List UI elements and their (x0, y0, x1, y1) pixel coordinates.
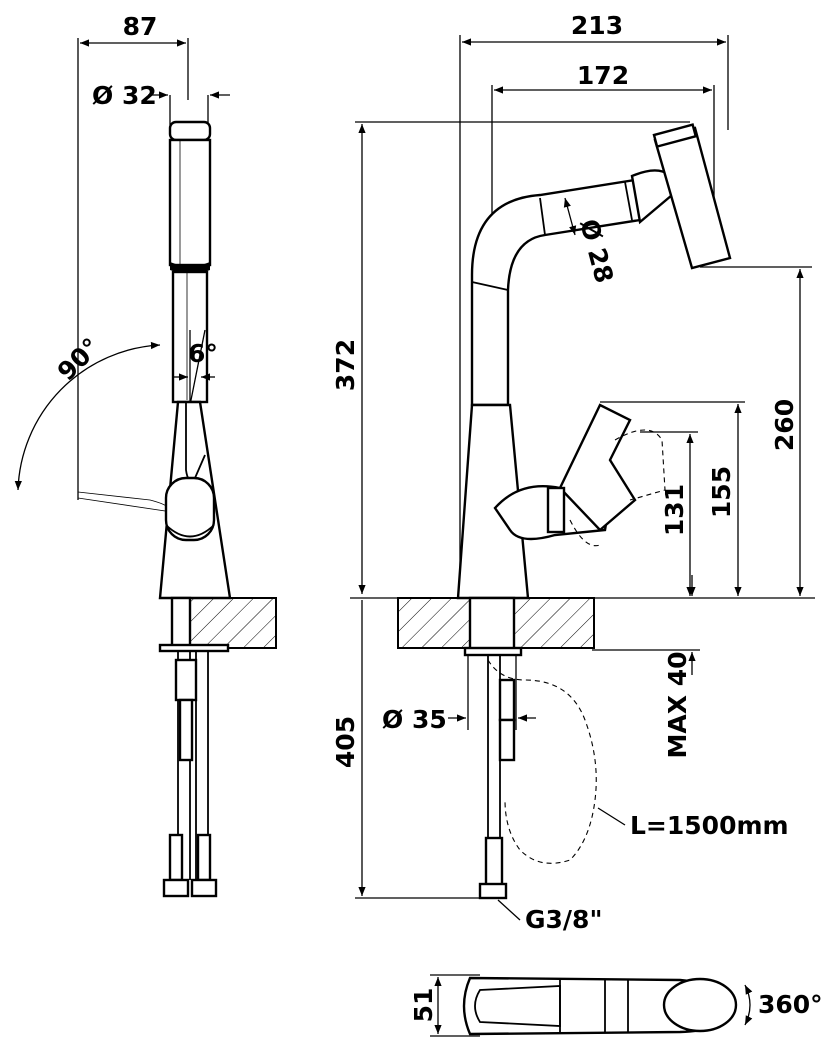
dim-label-260: 260 (770, 399, 799, 451)
spout-ring-1 (539, 197, 546, 236)
dim-label-360deg: 360° (758, 990, 823, 1019)
lever-swung-outline (77, 491, 173, 513)
leader-hose-length (597, 807, 626, 826)
dim-label-hose-length: L=1500mm (630, 811, 789, 840)
rotation-arrow-icon (744, 984, 753, 1026)
dim-label-172: 172 (577, 61, 629, 90)
side-view: 87 Ø 32 6° 90° (14, 12, 277, 898)
dim-label-thread: G3/8" (525, 905, 602, 934)
dim-label-213: 213 (571, 11, 623, 40)
spout-joint-line (471, 281, 509, 291)
dim-label-max40: MAX 40 (663, 652, 692, 759)
lever-raised-outline (614, 429, 666, 501)
deck-block-side (185, 597, 277, 649)
spout-arm (470, 178, 642, 407)
dim-label-90deg: 90° (52, 332, 106, 386)
dim-label-87: 87 (123, 12, 158, 41)
shank-side (170, 596, 192, 650)
lever-collar (546, 486, 566, 534)
top-view: 51 360° (409, 974, 823, 1037)
leader-thread (497, 899, 521, 921)
lever-knob-side (164, 476, 216, 542)
dim-label-131: 131 (660, 484, 689, 536)
mount-nut-side (158, 643, 230, 653)
hose-end-front (484, 836, 504, 888)
dim-label-372: 372 (331, 339, 360, 391)
tilt-ref-2 (189, 329, 206, 406)
dim-label-6deg: 6° (188, 339, 218, 368)
lever-raised-outline-2 (569, 519, 601, 547)
dim-label-d35: Ø 35 (382, 705, 447, 734)
hose-connector-front (498, 678, 516, 722)
mount-nut-front (463, 646, 523, 657)
pullout-hose-loop (487, 659, 597, 864)
hose-sleeve-side (178, 698, 194, 762)
dim-label-405: 405 (331, 716, 360, 768)
knob-base-curve (165, 524, 215, 538)
hose-connector-side (174, 658, 198, 702)
hose-nut-front (478, 882, 508, 900)
spray-head-cap-front (652, 123, 698, 149)
arrow-d28 (563, 197, 577, 236)
top-spray-head (662, 977, 738, 1033)
dim-label-155: 155 (707, 466, 736, 518)
dim-label-d28: Ø 28 (574, 216, 619, 286)
lever-handle (558, 403, 637, 532)
swing-arc (14, 341, 161, 491)
hose-sleeve-front (498, 718, 516, 762)
front-view: 213 172 372 260 155 131 MAX 40 405 (331, 11, 815, 934)
spout-ring-2 (624, 181, 633, 221)
dim-label-51: 51 (409, 988, 438, 1023)
dim-label-d32: Ø 32 (92, 81, 157, 110)
spray-head (168, 138, 212, 267)
shank-front (468, 596, 516, 652)
top-base-shape (474, 985, 561, 1027)
hose-end-fittings-side (162, 833, 218, 898)
spray-head-cap (168, 120, 212, 142)
